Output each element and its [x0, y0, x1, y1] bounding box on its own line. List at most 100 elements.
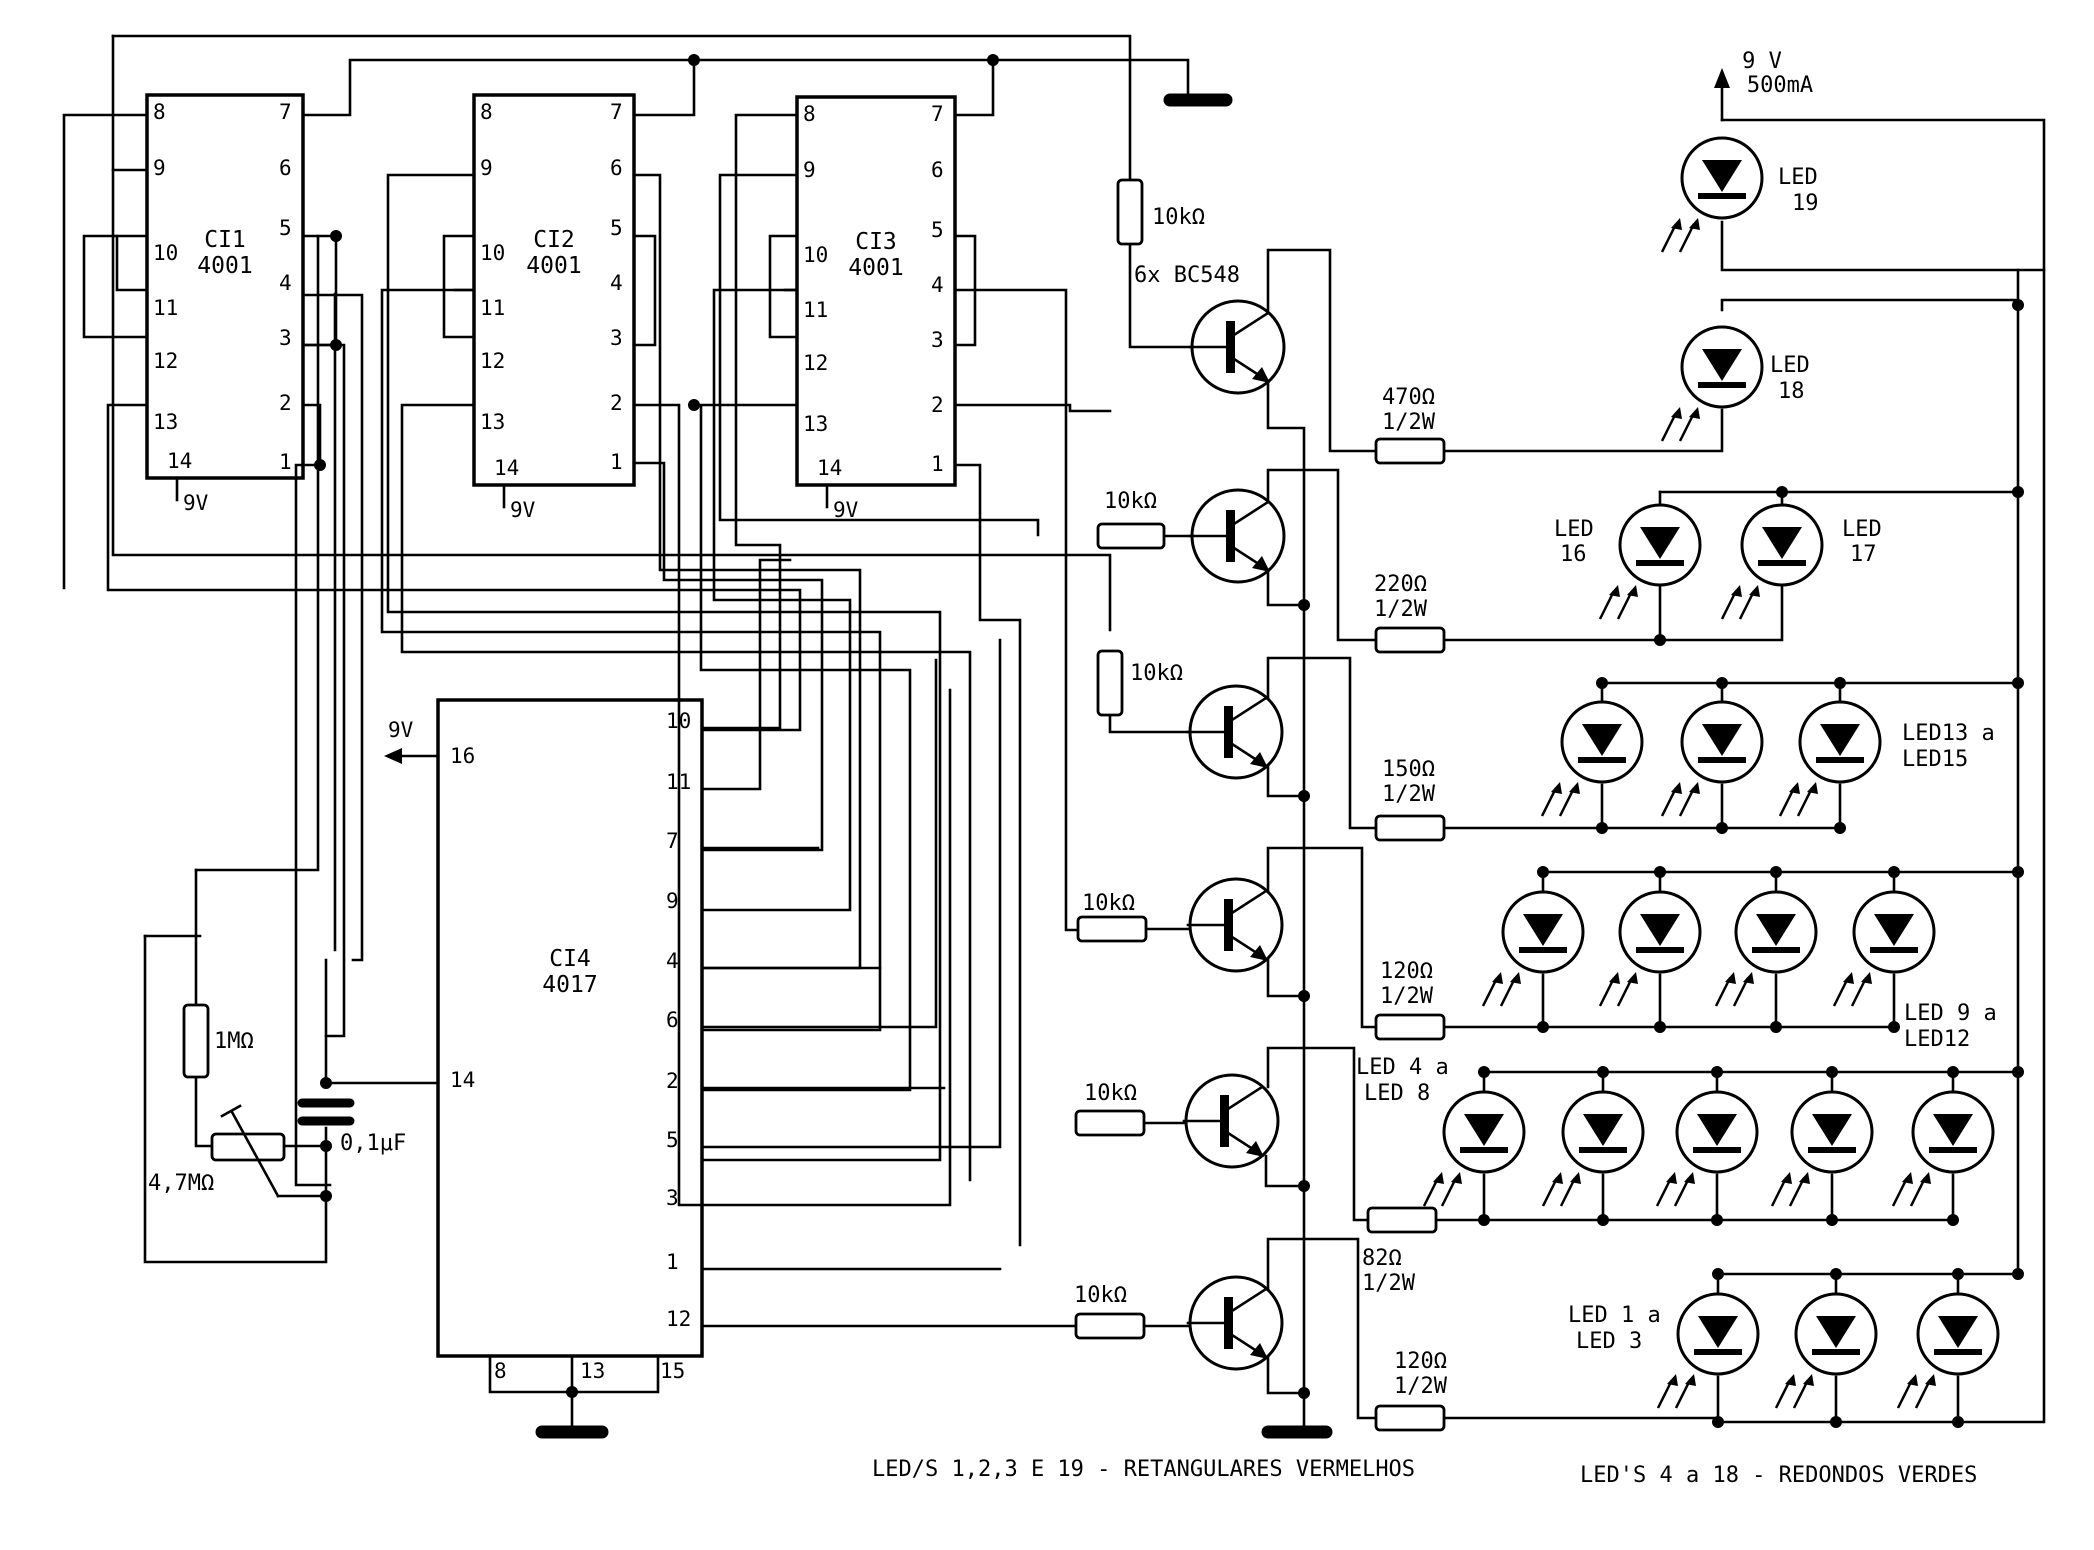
junction-dot [987, 54, 999, 66]
signal-bus [700, 113, 799, 730]
jumper [768, 234, 799, 339]
junction-dot [1654, 1021, 1666, 1033]
led-diode [1720, 503, 1824, 620]
jumper [115, 234, 149, 292]
led-label: LED 1 a [1568, 1303, 1661, 1328]
resistor-value: 10kΩ [1152, 205, 1205, 230]
junction-dot [1596, 677, 1608, 689]
junction-dot [688, 399, 700, 411]
pot-wiper-arrow [230, 1110, 280, 1198]
emitter-wire [1266, 958, 1306, 998]
light-arrow [1559, 1177, 1577, 1207]
led-wire [1442, 583, 1662, 642]
led-diode [1714, 890, 1818, 1007]
diode-triangle [1874, 914, 1914, 946]
light-arrow-head [1666, 1172, 1677, 1184]
diode-triangle [1820, 724, 1860, 756]
light-arrow [1732, 977, 1750, 1007]
pin-number: 8 [803, 102, 816, 126]
pin-number: 10 [666, 709, 691, 733]
light-arrow-head [1671, 782, 1682, 794]
base-resistor [1116, 178, 1144, 246]
junction-dot [1834, 677, 1846, 689]
chip-part-number: 4001 [197, 253, 252, 279]
pin-number: 12 [666, 1307, 691, 1331]
chip-part-number: 4001 [526, 253, 581, 279]
pin-number: 3 [279, 326, 292, 350]
junction-dot [1597, 1214, 1609, 1226]
pin-number: 13 [580, 1359, 605, 1383]
pin-number: 13 [480, 410, 505, 434]
diode-triangle [1933, 1114, 1973, 1146]
diode-triangle [1702, 349, 1742, 381]
led-resistor [1374, 437, 1446, 465]
resistor-value: 10kΩ [1074, 1283, 1127, 1308]
resistor-value: 150Ω [1382, 757, 1435, 782]
emitter-wire [1264, 1154, 1306, 1188]
wires [62, 34, 2046, 1432]
led-label: LED 3 [1576, 1329, 1642, 1354]
pin-number: 3 [610, 326, 623, 350]
diode-triangle [1640, 527, 1680, 559]
led-diode [1891, 1090, 1995, 1207]
resistor-power: 1/2W [1382, 410, 1436, 435]
npn-transistor [1186, 877, 1284, 973]
emitter-wire [1266, 568, 1306, 607]
pin-number: 4 [279, 271, 292, 295]
junction-dot [1776, 486, 1788, 498]
signal-bus [953, 288, 1100, 932]
chip-name: CI2 [533, 227, 575, 253]
light-arrow-head [1609, 972, 1620, 984]
resistor-value: 10kΩ [1104, 489, 1157, 514]
pin-number: 2 [279, 391, 292, 415]
diode-triangle [1523, 914, 1563, 946]
light-arrow-head [1861, 972, 1872, 984]
light-arrow [1914, 1379, 1932, 1409]
jumper [442, 234, 476, 339]
emitter-wire [1266, 1356, 1306, 1395]
capacitor-value: 0,1μF [340, 1131, 406, 1156]
emitter-arrow [1246, 1141, 1264, 1157]
signal-bus [953, 403, 1112, 413]
pin-number: 2 [610, 391, 623, 415]
signal-bus [700, 638, 1002, 1149]
junction-dot [330, 339, 342, 351]
led-resistor [1374, 1013, 1446, 1041]
pin-number: 11 [480, 296, 505, 320]
pin-number: 1 [610, 450, 623, 474]
led-resistor [1374, 814, 1446, 842]
light-arrow-head [1789, 782, 1800, 794]
npn-transistor [1188, 488, 1286, 584]
light-arrow-head [1925, 1374, 1936, 1386]
pin-number: 3 [931, 328, 944, 352]
light-arrow [1481, 977, 1499, 1007]
pin-number: 1 [279, 450, 292, 474]
signal-bus [380, 288, 882, 1032]
chip-name: CI4 [549, 946, 591, 972]
pin-number: 5 [666, 1128, 679, 1152]
chip-supply-label: 9V [833, 498, 859, 522]
led-wire [1442, 1416, 1962, 1424]
led-label: LED [1770, 353, 1810, 378]
pin-number: 11 [803, 298, 828, 322]
led-label: LED 4 a [1356, 1055, 1449, 1080]
junction-dot [1596, 822, 1608, 834]
light-arrow [1499, 977, 1517, 1007]
pot-wiper-mark [220, 1104, 242, 1118]
pin-number: 7 [279, 100, 292, 124]
light-arrow-head [1689, 407, 1700, 419]
jumper [301, 234, 338, 347]
pin-number: 2 [666, 1069, 679, 1093]
pin-number: 4 [666, 949, 679, 973]
junction-dot [688, 54, 700, 66]
led-diode [1832, 890, 1936, 1007]
signal-bus [718, 173, 1040, 537]
pin-number: 11 [666, 770, 691, 794]
junction-dot [1826, 1214, 1838, 1226]
light-arrow [1673, 1177, 1691, 1207]
footer-note-left: LED/S 1,2,3 E 19 - RETANGULARES VERMELHO… [872, 1457, 1415, 1482]
signal-bus [294, 463, 332, 1187]
junction-dot [330, 230, 342, 242]
pin-number: 8 [494, 1359, 507, 1383]
timing-wire [194, 234, 320, 872]
